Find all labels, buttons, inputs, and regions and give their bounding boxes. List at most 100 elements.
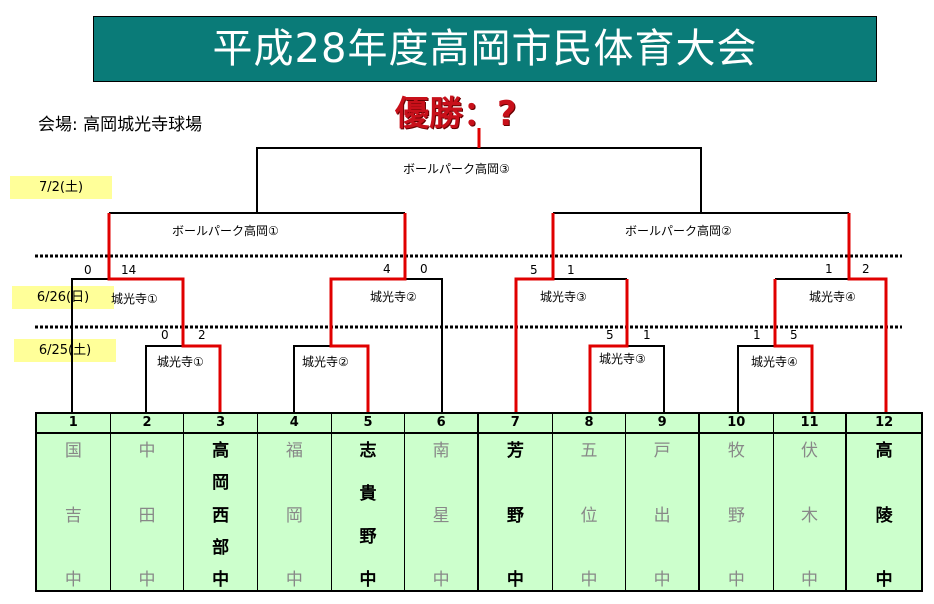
- team-name-char: 出: [653, 505, 671, 526]
- team-name-char: 芳: [506, 441, 524, 461]
- winner-path: [847, 213, 888, 412]
- team-name-char: 中: [359, 570, 377, 590]
- team-name-char: 貴: [359, 484, 377, 504]
- match-label: 城光寺③: [599, 352, 646, 366]
- team-column: 7 芳野中: [478, 414, 553, 590]
- team-name-char: 中: [138, 570, 156, 590]
- team-number: 8: [552, 414, 626, 434]
- score: 5: [790, 328, 798, 342]
- score: 2: [862, 262, 870, 276]
- score: 2: [198, 328, 206, 342]
- team-name: 高岡西部中: [184, 434, 257, 590]
- score: 14: [121, 263, 137, 277]
- score: 1: [825, 262, 833, 276]
- team-name-char: 位: [580, 505, 598, 526]
- team-name: 高陵中: [847, 434, 921, 590]
- team-name: 牧野中: [700, 434, 773, 590]
- team-name: 伏木中: [774, 434, 846, 590]
- team-name-char: 星: [432, 505, 450, 526]
- match-label: ボールパーク高岡③: [403, 162, 510, 176]
- score: 0: [161, 328, 169, 342]
- date-final: 7/2(土): [10, 176, 112, 199]
- match-label: 城光寺②: [302, 355, 349, 369]
- team-name: 国吉中: [37, 434, 110, 590]
- team-number: 10: [699, 414, 773, 434]
- match-label: ボールパーク高岡①: [172, 224, 279, 238]
- team-name: 中田中: [111, 434, 184, 590]
- team-name-char: 野: [727, 505, 745, 526]
- team-number: 12: [847, 414, 921, 434]
- team-name: 五位中: [553, 434, 626, 590]
- team-name-char: 牧: [727, 441, 745, 461]
- winner-path: [773, 279, 814, 412]
- team-name-char: 中: [653, 570, 671, 590]
- team-name-char: 野: [506, 505, 524, 526]
- team-name-char: 吉: [64, 505, 82, 526]
- team-name-char: 伏: [800, 441, 818, 461]
- date-round2: 6/26(日): [12, 286, 114, 309]
- match-label: ボールパーク高岡②: [625, 224, 732, 238]
- team-number: 2: [110, 414, 184, 434]
- winner-path: [588, 279, 629, 412]
- score: 1: [753, 328, 761, 342]
- match-label: 城光寺①: [157, 355, 204, 369]
- team-number: 7: [478, 414, 552, 434]
- champion-label: 優勝：?: [395, 94, 517, 134]
- team-name-char: 岡: [285, 505, 303, 526]
- team-name-char: 南: [432, 441, 450, 461]
- score: 5: [530, 263, 538, 277]
- team-name-char: 中: [875, 570, 893, 590]
- team-name: 戸出中: [626, 434, 698, 590]
- team-number: 9: [626, 414, 698, 434]
- final-line: [256, 147, 702, 213]
- team-name: 福岡中: [258, 434, 331, 590]
- winner-path: [329, 213, 407, 412]
- team-number: 11: [773, 414, 846, 434]
- team-name-char: 中: [212, 570, 230, 590]
- match-label: 城光寺②: [370, 290, 417, 304]
- team-number: 1: [37, 414, 110, 434]
- team-name-char: 高: [212, 441, 230, 461]
- score: 1: [567, 263, 575, 277]
- venue-label: 会場: 高岡城光寺球場: [38, 115, 203, 135]
- team-name-char: 志: [359, 441, 377, 461]
- score: 1: [643, 328, 651, 342]
- team-name-char: 田: [138, 505, 156, 526]
- team-name-char: 中: [580, 570, 598, 590]
- score: 0: [84, 263, 92, 277]
- team-name-char: 中: [506, 570, 524, 590]
- team-name-char: 中: [727, 570, 745, 590]
- team-number: 3: [184, 414, 257, 434]
- team-number: 4: [257, 414, 331, 434]
- score: 4: [383, 262, 391, 276]
- team-name-char: 中: [138, 441, 156, 461]
- r1-line: [145, 345, 775, 412]
- team-number: 5: [331, 414, 405, 434]
- team-name-char: 中: [800, 570, 818, 590]
- winner-path: [107, 213, 222, 412]
- team-name-char: 福: [285, 441, 303, 461]
- team-name-char: 中: [64, 570, 82, 590]
- match-label: 城光寺④: [751, 355, 798, 369]
- team-name-char: 陵: [875, 505, 893, 526]
- match-label: 城光寺④: [809, 290, 856, 304]
- team-name-char: 中: [285, 570, 303, 590]
- team-name-char: 部: [212, 537, 230, 558]
- date-round1: 6/25(土): [14, 339, 116, 362]
- team-name-char: 西: [212, 505, 230, 526]
- team-name-char: 高: [875, 441, 893, 461]
- page-title: 平成28年度高岡市民体育大会: [93, 16, 877, 82]
- winner-path: [514, 213, 555, 412]
- match-label: 城光寺①: [111, 292, 158, 306]
- team-name-char: 戸: [653, 441, 671, 461]
